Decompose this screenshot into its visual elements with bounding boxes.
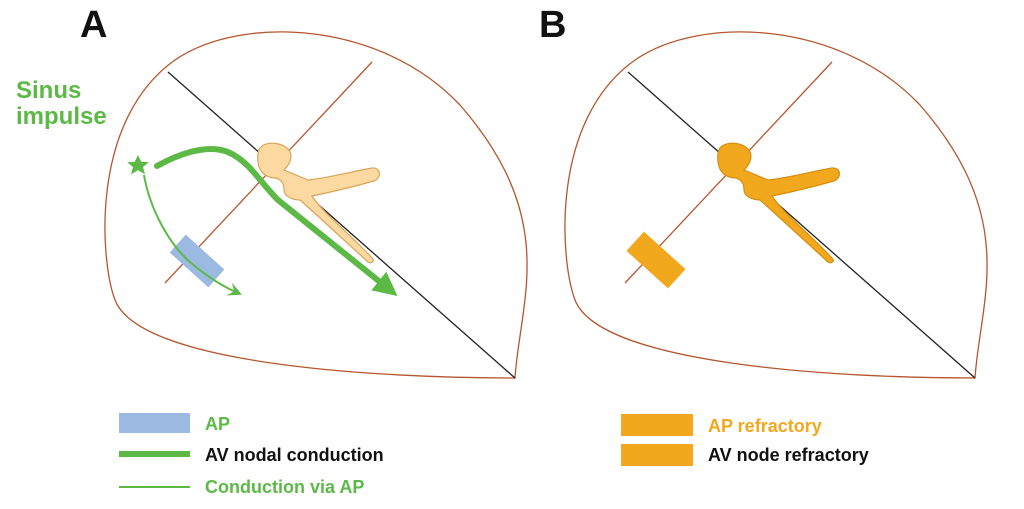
septum-line-a [167,71,516,379]
legend-label-av-nodal-conduction: AV nodal conduction [205,445,384,465]
sinus-label-line2: impulse [16,103,107,130]
heart-outline-a [104,31,528,379]
panel-b-letter: B [539,4,566,46]
legend-swatch-ap-refractory [621,414,693,436]
legend-label-av-node-refractory: AV node refractory [708,445,869,465]
legend-b: AP refractory AV node refractory [621,414,869,466]
panel-a-letter: A [80,4,107,46]
legend-a: AP AV nodal conduction Conduction via AP [119,413,384,497]
av-nodal-conduction-arrow [154,145,398,297]
av-node-bundle-a [257,142,380,264]
accessory-pathway-refractory-b [626,231,686,289]
heart-outline-b [564,31,988,379]
conduction-via-ap-arrow [143,174,242,296]
legend-swatch-av-nodal-conduction [119,451,190,457]
panel-a: A Sinus impulse [16,4,528,379]
legend-swatch-av-node-refractory [621,444,693,466]
panel-b: B [539,4,988,379]
av-node-bundle-refractory-b [717,142,840,264]
legend-label-ap: AP [205,414,230,434]
septum-line-b [627,71,976,379]
legend-label-conduction-via-ap: Conduction via AP [205,477,364,497]
legend-label-ap-refractory: AP refractory [708,416,822,436]
legend-swatch-ap [119,413,190,433]
sinus-label-line1: Sinus [16,77,81,104]
sinus-node-star-icon [127,155,149,175]
accessory-pathway-a [169,234,225,288]
